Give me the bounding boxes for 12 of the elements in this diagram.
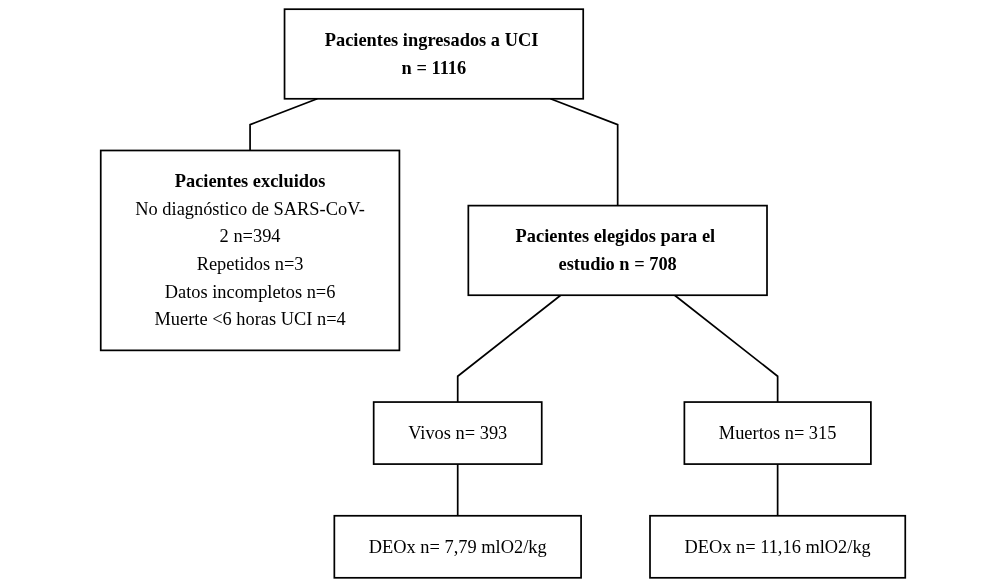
node-box: Pacientes elegidos para el estudio n = 708 bbox=[467, 204, 768, 297]
connector bbox=[456, 294, 562, 403]
node-box: Pacientes ingresados a UCI n = 1116 bbox=[283, 8, 585, 100]
connector bbox=[673, 294, 779, 403]
node-box: Pacientes excluidos No diagnóstico de SARS-CoV-2 n=394 Repetidos n=3 Datos incompletos n=6 Muerte <6 horas UCI n=4 bbox=[99, 149, 401, 352]
connector bbox=[456, 463, 459, 517]
connector bbox=[776, 463, 779, 517]
node-box: DEOx n= 11,16 mlO2/kg bbox=[649, 514, 907, 579]
node-box: Vivos n= 393 bbox=[372, 401, 543, 465]
node-box: DEOx n= 7,79 mlO2/kg bbox=[333, 514, 582, 579]
node-box: Muertos n= 315 bbox=[683, 401, 872, 465]
connector bbox=[549, 97, 619, 207]
